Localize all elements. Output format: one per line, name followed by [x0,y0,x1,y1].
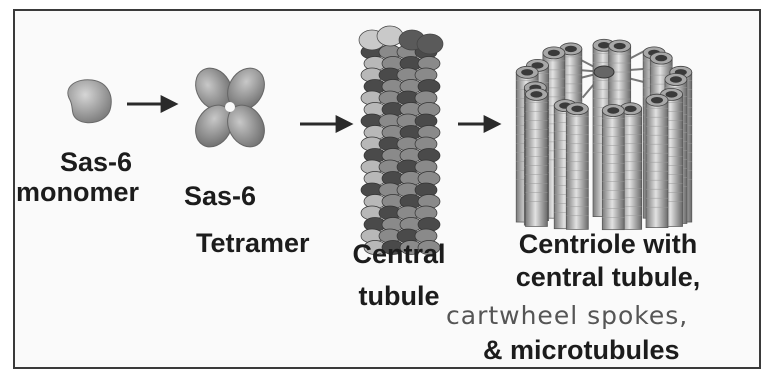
central-tubule-label: Central tubule [334,239,464,311]
centriole-label-line2: central tubule, [458,262,758,292]
centriole-label-line3: cartwheel spokes, [446,301,688,331]
tetramer-label-1: Sas-6 [184,181,256,211]
centriole-shape [516,39,692,229]
centriole-label-line3-wrap: cartwheel spokes, [446,301,688,331]
tetramer-label-line1: Sas-6 [184,181,256,211]
sas6-tetramer-shape [188,61,271,153]
monomer-label-2: monomer [16,177,139,207]
centriole-label: Centriole with central tubule, [458,229,758,292]
central-tubule-shape [359,26,443,255]
sas6-monomer-shape [68,80,111,123]
monomer-label-line2: monomer [16,177,139,207]
central-tubule-label-line1: Central [334,239,464,269]
centriole-label-line4: & microtubules [483,335,680,365]
centriole-label-line1: Centriole with [458,229,758,259]
central-tubule-label-line2: tubule [334,281,464,311]
monomer-label-line1: Sas-6 [28,147,164,177]
monomer-label: Sas-6 [28,147,164,177]
centriole-label-line4-wrap: & microtubules [483,335,680,365]
tetramer-label-line2: Tetramer [196,228,310,258]
tetramer-label-2: Tetramer [196,228,310,258]
